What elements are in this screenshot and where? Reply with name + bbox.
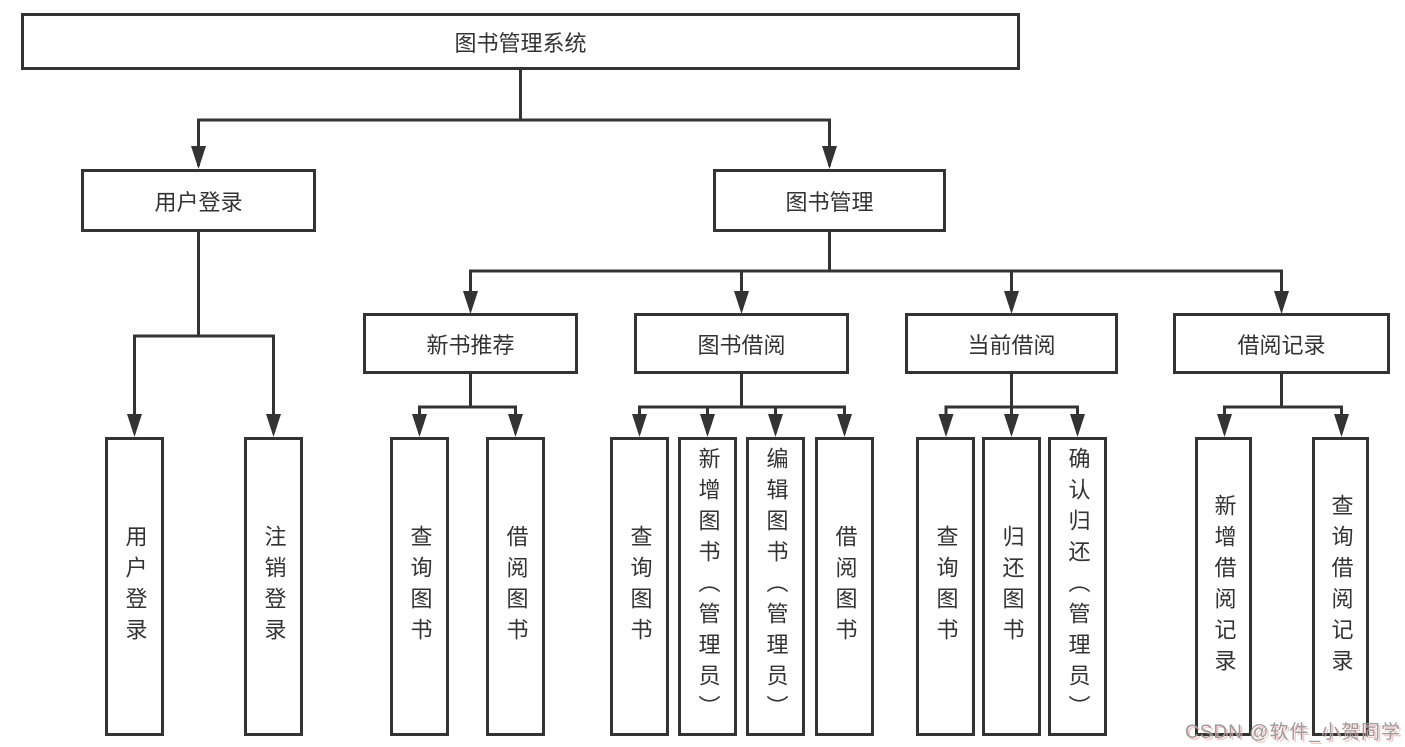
leaf-cb-return-books-label: 归还图书 <box>999 524 1025 649</box>
leaf-nb-query-books: 查询图书 <box>390 437 449 736</box>
leaf-user-login: 用户登录 <box>105 437 164 736</box>
leaf-cb-confirm-return-admin-label: 确认归还（管理员） <box>1065 447 1091 726</box>
leaf-user-login-label: 用户登录 <box>122 524 148 649</box>
leaf-logout-login: 注销登录 <box>244 437 303 736</box>
leaf-cb-confirm-return-admin: 确认归还（管理员） <box>1048 437 1107 736</box>
node-new-book-recommend: 新书推荐 <box>363 313 578 374</box>
leaf-br-query-record-label: 查询借阅记录 <box>1328 493 1354 680</box>
leaf-br-add-record-label: 新增借阅记录 <box>1211 493 1237 680</box>
node-borrow-records: 借阅记录 <box>1173 313 1390 374</box>
leaf-bb-borrow-books: 借阅图书 <box>815 437 874 736</box>
node-root: 图书管理系统 <box>21 13 1020 70</box>
leaf-bb-edit-books-admin: 编辑图书（管理员） <box>746 437 805 736</box>
leaf-logout-login-label: 注销登录 <box>261 524 287 649</box>
leaf-br-add-record: 新增借阅记录 <box>1195 437 1252 736</box>
leaf-nb-borrow-books: 借阅图书 <box>486 437 545 736</box>
leaf-cb-query-books-label: 查询图书 <box>933 524 959 649</box>
node-user-login: 用户登录 <box>81 169 316 232</box>
leaf-cb-query-books: 查询图书 <box>916 437 975 736</box>
leaf-bb-borrow-books-label: 借阅图书 <box>832 524 858 649</box>
node-current-borrow: 当前借阅 <box>905 313 1118 374</box>
leaf-bb-add-books-admin-label: 新增图书（管理员） <box>695 447 721 726</box>
leaf-nb-borrow-books-label: 借阅图书 <box>503 524 529 649</box>
leaf-br-query-record: 查询借阅记录 <box>1312 437 1369 736</box>
leaf-bb-edit-books-admin-label: 编辑图书（管理员） <box>763 447 789 726</box>
leaf-cb-return-books: 归还图书 <box>982 437 1041 736</box>
node-book-management: 图书管理 <box>713 169 946 232</box>
leaf-bb-add-books-admin: 新增图书（管理员） <box>678 437 737 736</box>
watermark: CSDN @软件_小贺同学 <box>1185 722 1401 743</box>
node-book-borrow: 图书借阅 <box>634 313 849 374</box>
leaf-bb-query-books-label: 查询图书 <box>627 524 653 649</box>
leaf-bb-query-books: 查询图书 <box>610 437 669 736</box>
leaf-nb-query-books-label: 查询图书 <box>407 524 433 649</box>
